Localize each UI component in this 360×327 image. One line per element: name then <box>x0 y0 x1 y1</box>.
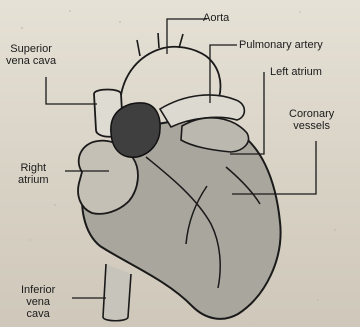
label-coronary-vessels-line-2: vessels <box>289 120 334 132</box>
label-right-atrium: Right atrium <box>18 162 49 186</box>
label-superior-vena-cava-line-2: vena cava <box>6 55 56 67</box>
label-inferior-vena-cava-line-2: vena <box>21 296 55 308</box>
label-inferior-vena-cava: Inferior vena cava <box>21 284 55 320</box>
label-aorta: Aorta <box>203 12 229 24</box>
label-left-atrium-text: Left atrium <box>270 66 322 78</box>
leader-superior-vena-cava <box>46 77 97 104</box>
aortic-branches <box>137 33 183 56</box>
inferior-vena-cava-shape <box>103 264 131 321</box>
label-pulmonary-artery: Pulmonary artery <box>239 39 323 51</box>
label-right-atrium-line-1: Right <box>18 162 49 174</box>
label-coronary-vessels-line-1: Coronary <box>289 108 334 120</box>
label-inferior-vena-cava-line-1: Inferior <box>21 284 55 296</box>
label-right-atrium-line-2: atrium <box>18 174 49 186</box>
aortic-arch-shape <box>121 47 220 98</box>
label-left-atrium: Left atrium <box>270 66 322 78</box>
label-pulmonary-artery-text: Pulmonary artery <box>239 39 323 51</box>
label-inferior-vena-cava-line-3: cava <box>21 308 55 320</box>
label-superior-vena-cava-line-1: Superior <box>6 43 56 55</box>
label-aorta-text: Aorta <box>203 12 229 24</box>
label-coronary-vessels: Coronary vessels <box>289 108 334 132</box>
label-superior-vena-cava: Superior vena cava <box>6 43 56 67</box>
